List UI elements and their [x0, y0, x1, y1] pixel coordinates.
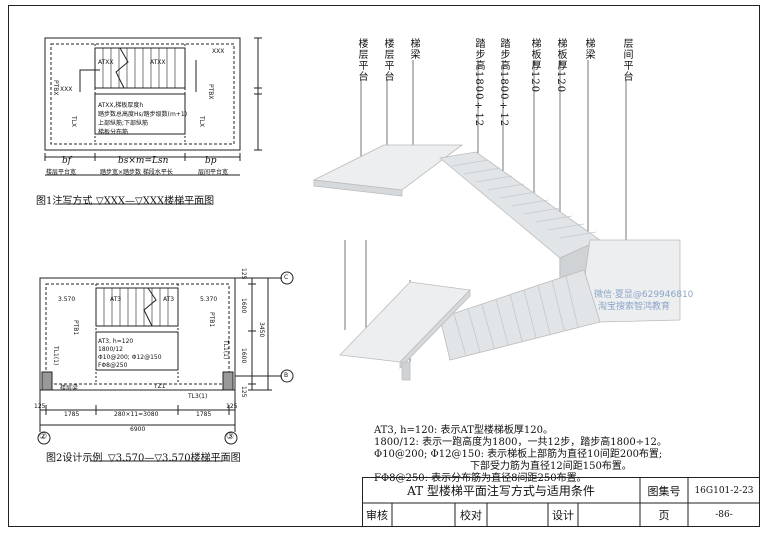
note-line-1: AT3, h=120: 表示AT型楼梯板厚120。 [374, 425, 553, 436]
fig2-dim-right-2: 1600 [240, 298, 247, 314]
title-block-title: AT 型楼梯平面注写方式与适用条件 [407, 484, 595, 498]
fig2-axis-left: ② [39, 432, 48, 442]
watermark-line-1: 微信·夏显@629946810 [594, 290, 694, 300]
atlas-label: 图集号 [647, 484, 681, 498]
fig2-spec-2: 1800/12 [98, 346, 123, 353]
page-label: 页 [658, 509, 670, 522]
watermark-line-2: 淘宝搜索智鸿教育 [598, 302, 671, 312]
fig2-tl3: TL3(1) [188, 393, 208, 400]
fig1-xxx-label-1: XXX [60, 86, 73, 93]
fig2-dim-bottom-2: 1785 [64, 411, 80, 418]
iso-label-riser-height-2: 踏步高1800÷12 [498, 38, 509, 128]
note-line-3: Φ10@200; Φ12@150: 表示梯板上部筋为直径10间距200布置; [374, 449, 663, 460]
iso-label-floor-platform-1: 楼层平台 [356, 38, 367, 82]
fig1-stair-note-2: 踏步数总高度Hs/踏步级数(m+1) [98, 111, 188, 118]
iso-label-floor-platform-2: 楼层平台 [382, 38, 393, 82]
note-line-5: FΦ8@250: 表示分布筋为直径8间距250布置。 [374, 473, 587, 484]
fig2-dim-bottom-5: 125 [226, 403, 238, 410]
title-block [362, 477, 760, 527]
fig2-axis-right: ③ [226, 432, 235, 442]
note-line-4: 下部受力筋为直径12间距150布置。 [470, 461, 632, 472]
fig2-ptb1-left: PTB1 [72, 320, 79, 336]
fig1-ptbx-label: PTBX [52, 80, 59, 96]
fig1-dim-mid: bs×m=Lsn [118, 156, 169, 166]
fig2-dim-bottom-3: 280×11=3080 [114, 411, 159, 418]
fig1-sub-right: 层间平台宽 [198, 169, 229, 176]
fig1-sub-mid: 踏步宽×踏步数 梯段水平长 [100, 169, 173, 176]
fig1-tlx-left: TLX [70, 116, 77, 128]
fig2-level-right: 5.370 [200, 296, 218, 303]
fig2-caption-prefix: 图2设计示例 [46, 453, 103, 464]
fig2-tz1: TZ1 [154, 383, 166, 390]
fig2-total-width: 6900 [130, 426, 146, 433]
fig2-axis-top: C [284, 274, 289, 281]
fig2-dim-bottom-1: 125 [34, 403, 46, 410]
fig2-spec-1: AT3, h=120 [98, 338, 134, 345]
fig2-spec-4: FΦ8@250 [98, 362, 128, 369]
fig1-atxx-label-1: ATXX [98, 59, 114, 66]
fig1-dim-bp: bp [205, 156, 217, 166]
fig1-ptbx-label-right: PTBX [207, 84, 214, 100]
review-label: 审核 [366, 509, 388, 522]
fig1-tlx-right: TLX [198, 116, 205, 128]
iso-label-stair-beam-2: 梯梁 [583, 38, 594, 60]
iso-label-riser-height-1: 踏步高1800÷12 [473, 38, 484, 128]
iso-label-stair-beam-1: 梯梁 [408, 38, 419, 60]
atlas-number: 16G101-2-23 [694, 485, 754, 496]
fig2-at3-2: AT3 [163, 296, 175, 303]
fig2-caption-title: ▽3.570—▽3.570楼梯平面图 [108, 453, 241, 464]
fig1-sub-left: 楼层平台宽 [46, 169, 77, 176]
fig2-tl1-left: TL1(1) [52, 346, 59, 366]
fig1-xxx-label-2: XXX [212, 48, 225, 55]
fig1-stair-note-1: ATXX,梯板厚度h [98, 102, 144, 109]
fig1-caption-prefix: 图1注写方式 [36, 196, 93, 207]
fig2-level-left: 3.570 [58, 296, 76, 303]
iso-label-slab-thickness-1: 梯板厚120 [529, 38, 540, 94]
fig1-caption-title: ▽XXX—▽XXX楼梯平面图 [96, 196, 215, 207]
note-line-2: 1800/12: 表示一跑高度为1800，一共12步，踏步高1800÷12。 [374, 437, 667, 448]
check-label: 校对 [460, 509, 482, 522]
page-number: -86- [715, 510, 733, 520]
fig2-spec-3: Φ10@200; Φ12@150 [98, 354, 162, 361]
fig2-tl1-right: TL1(1) [222, 340, 229, 360]
fig2-dim-right-1: 125 [240, 268, 247, 280]
fig2-axis-bottom: B [284, 372, 289, 379]
fig2-beam-label: 楼层梁 [60, 385, 79, 392]
design-label: 设计 [552, 509, 574, 522]
iso-label-slab-thickness-2: 梯板厚120 [555, 38, 566, 94]
fig1-stair-note-4: 梯板分布筋 [98, 129, 129, 136]
fig1-atxx-label-2: ATXX [150, 59, 166, 66]
fig1-stair-note-3: 上部纵筋;下部纵筋 [98, 120, 149, 127]
fig2-ptb1-right: PTB1 [208, 312, 215, 328]
fig2-dim-bottom-4: 1785 [196, 411, 212, 418]
fig2-dim-right-4: 125 [240, 386, 247, 398]
fig1-dim-bf: bf [62, 156, 72, 166]
fig2-total-height: 3450 [258, 322, 265, 338]
fig2-at3-1: AT3 [110, 296, 122, 303]
iso-label-mid-platform: 层间平台 [621, 38, 632, 82]
fig2-dim-right-3: 1600 [240, 348, 247, 364]
